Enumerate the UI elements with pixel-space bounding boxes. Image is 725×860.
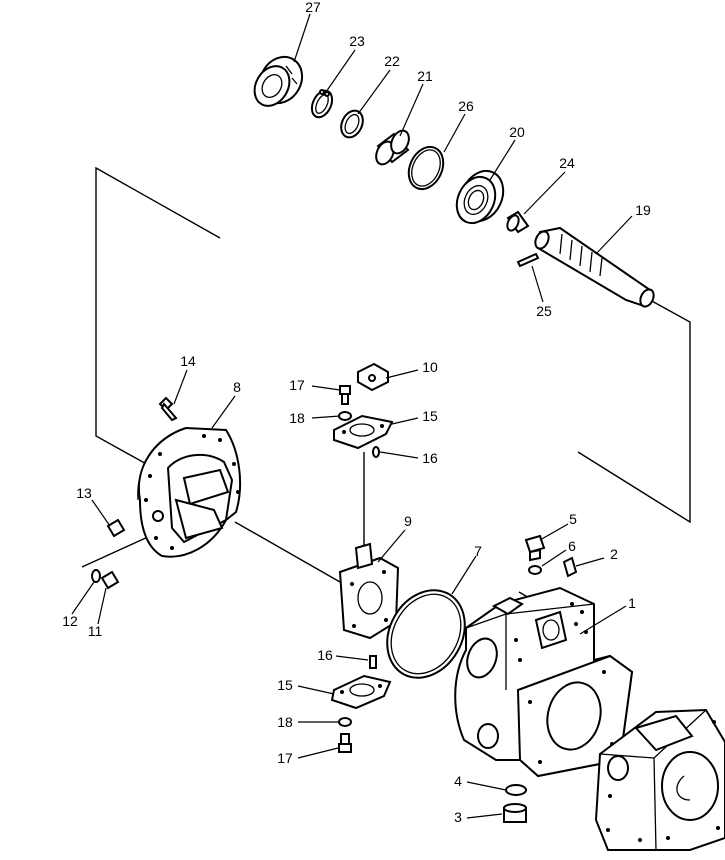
part-26-retaining-ring bbox=[407, 145, 445, 191]
part-5-plug bbox=[524, 534, 546, 562]
callout-11: 11 bbox=[88, 623, 103, 639]
part-12-o-ring bbox=[91, 569, 101, 583]
callout-18-lower: 18 bbox=[277, 714, 293, 730]
part-4-o-ring bbox=[505, 784, 527, 796]
part-24-collar bbox=[506, 210, 530, 234]
part-10-block bbox=[357, 362, 389, 392]
callout-17-upper: 17 bbox=[289, 377, 305, 393]
callout-21: 21 bbox=[417, 68, 433, 84]
part-15-flange-upper bbox=[333, 414, 394, 450]
callout-10: 10 bbox=[422, 359, 438, 375]
callout-1: 1 bbox=[628, 595, 636, 611]
callout-27: 27 bbox=[305, 0, 321, 15]
callout-12: 12 bbox=[62, 613, 78, 629]
callout-16-upper: 16 bbox=[422, 450, 438, 466]
part-18-washer-lower bbox=[338, 717, 352, 727]
callout-23: 23 bbox=[349, 33, 365, 49]
callout-9: 9 bbox=[404, 513, 412, 529]
callout-26: 26 bbox=[458, 98, 474, 114]
callout-18-upper: 18 bbox=[289, 410, 305, 426]
part-15-flange-lower bbox=[330, 674, 392, 710]
callout-15-upper: 15 bbox=[422, 408, 438, 424]
part-16-pin-lower bbox=[369, 655, 377, 669]
callout-15-lower: 15 bbox=[277, 677, 293, 693]
callout-25: 25 bbox=[536, 303, 552, 319]
part-23-snap-ring bbox=[310, 89, 334, 119]
leader-lines bbox=[71, 13, 633, 819]
callout-3: 3 bbox=[454, 809, 462, 825]
part-17-bolt-upper bbox=[339, 385, 351, 405]
part-7-large-o-ring bbox=[386, 589, 466, 679]
callout-7: 7 bbox=[474, 543, 482, 559]
part-14-bolt bbox=[158, 396, 178, 422]
assembly-frame-lines bbox=[81, 166, 691, 603]
callout-5: 5 bbox=[569, 511, 577, 527]
callout-labels: 27 23 22 21 26 20 24 19 25 14 8 10 17 18… bbox=[62, 0, 651, 825]
part-21-sleeve bbox=[375, 129, 410, 166]
part-22-ring bbox=[340, 109, 364, 139]
part-1-pump-case bbox=[454, 586, 634, 778]
part-20-ball-bearing bbox=[455, 169, 505, 225]
callout-16-lower: 16 bbox=[317, 647, 333, 663]
callout-8: 8 bbox=[233, 379, 241, 395]
callout-13: 13 bbox=[76, 485, 92, 501]
part-9-valve-plate bbox=[338, 542, 400, 640]
callout-20: 20 bbox=[509, 124, 525, 140]
part-18-washer-upper bbox=[338, 411, 352, 421]
callout-2: 2 bbox=[610, 546, 618, 562]
part-13-plug bbox=[106, 518, 126, 538]
part-11-plug bbox=[100, 570, 120, 590]
part-17-bolt-lower bbox=[338, 733, 352, 753]
callout-4: 4 bbox=[454, 773, 462, 789]
adjoining-motor-housing bbox=[594, 708, 725, 851]
part-16-pin-upper bbox=[372, 446, 380, 458]
callout-19: 19 bbox=[635, 202, 651, 218]
part-8-end-cover bbox=[137, 426, 242, 558]
part-6-o-ring bbox=[528, 565, 542, 575]
part-27-oil-seal bbox=[253, 55, 304, 107]
part-3-plug bbox=[503, 803, 527, 823]
callout-14: 14 bbox=[180, 353, 196, 369]
part-2-plug bbox=[562, 556, 578, 578]
callout-17-lower: 17 bbox=[277, 750, 293, 766]
callout-24: 24 bbox=[559, 155, 575, 171]
part-25-key bbox=[516, 252, 540, 268]
part-19-drive-shaft bbox=[534, 226, 655, 308]
callout-6: 6 bbox=[568, 538, 576, 554]
callout-22: 22 bbox=[384, 53, 400, 69]
